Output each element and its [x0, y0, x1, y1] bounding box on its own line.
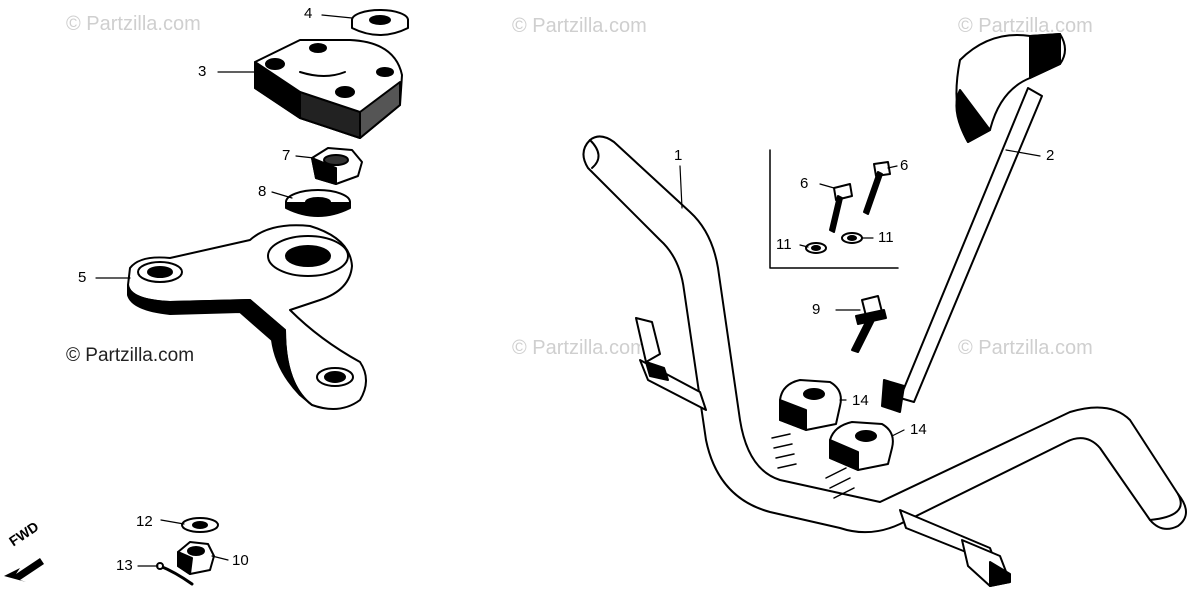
callout-6-right[interactable]: 6 [900, 157, 909, 174]
callout-10[interactable]: 10 [232, 552, 249, 569]
callout-8[interactable]: 8 [258, 183, 267, 200]
cotter-pin-13[interactable] [156, 562, 194, 586]
bolt-6-right[interactable] [863, 161, 891, 215]
steering-stem-5[interactable] [127, 224, 367, 410]
castle-nut-10[interactable] [177, 541, 215, 575]
callout-3[interactable]: 3 [198, 63, 207, 80]
callout-11-right[interactable]: 11 [878, 229, 894, 246]
lock-washer-11-left[interactable] [805, 242, 827, 254]
watermark: © Partzilla.com [512, 15, 647, 37]
group-bracket [769, 149, 899, 269]
watermark: © Partzilla.com [66, 13, 201, 35]
lower-holder-14-upper[interactable] [779, 379, 842, 431]
handlebar-1[interactable] [582, 135, 1187, 587]
callout-7[interactable]: 7 [282, 147, 291, 164]
bolt-6-left[interactable] [829, 183, 853, 233]
watermark: © Partzilla.com [958, 337, 1093, 359]
watermark: © Partzilla.com [512, 337, 647, 359]
lock-washer-11-right[interactable] [841, 232, 863, 244]
callout-1[interactable]: 1 [674, 147, 683, 164]
callout-9[interactable]: 9 [812, 301, 821, 318]
nut-7[interactable] [311, 147, 363, 185]
washer-8[interactable] [285, 189, 351, 217]
callout-5[interactable]: 5 [78, 269, 87, 286]
leader-lines [95, 14, 1041, 567]
callout-6-left[interactable]: 6 [800, 175, 809, 192]
washer-12[interactable] [181, 517, 219, 533]
callout-4[interactable]: 4 [304, 5, 313, 22]
watermark: © Partzilla.com [958, 15, 1093, 37]
callout-13[interactable]: 13 [116, 557, 133, 574]
bolt-9[interactable] [851, 295, 887, 353]
watermark: © Partzilla.com [66, 345, 195, 366]
callout-12[interactable]: 12 [136, 513, 153, 530]
callout-11-left[interactable]: 11 [776, 236, 792, 253]
callout-2[interactable]: 2 [1046, 147, 1055, 164]
callout-14-lower[interactable]: 14 [910, 421, 927, 438]
callout-14-upper[interactable]: 14 [852, 392, 869, 409]
washer-4[interactable] [351, 9, 409, 36]
lower-holder-14-lower[interactable] [829, 421, 894, 471]
fwd-arrow-icon [4, 558, 44, 582]
brace-2[interactable] [881, 33, 1066, 413]
upper-holder-3[interactable] [254, 39, 403, 139]
